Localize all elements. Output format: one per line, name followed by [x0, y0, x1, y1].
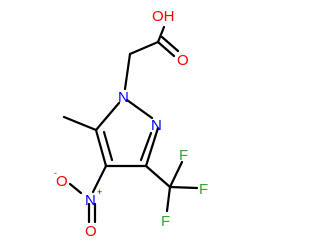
atom-f-bottom: F	[161, 213, 170, 230]
bond-n1-n2	[125, 98, 154, 120]
bond-oh-c	[156, 25, 166, 44]
atom-nitro-o-double: O	[85, 223, 97, 240]
bond-c-o-double-1	[156, 40, 176, 58]
molecule-diagram: OH O N N N + O - O F F F	[54, 8, 208, 240]
bond-ch2-n1	[123, 52, 132, 91]
bond-c4-c5-inner	[102, 130, 114, 162]
charge-nitro-o: -	[54, 168, 57, 178]
bond-n2-c3-inner	[139, 131, 153, 162]
bond-cf3-f-top	[168, 160, 184, 189]
atom-labels: OH O N N N + O - O F F F	[54, 8, 208, 240]
bond-c4-nitro-n	[91, 164, 108, 194]
bond-c5-n1	[94, 101, 121, 132]
atom-n1: N	[118, 89, 129, 106]
atom-nitro-n: N	[85, 192, 96, 209]
bond-c3-cf3	[144, 164, 172, 189]
atom-n2: N	[151, 117, 162, 134]
bond-c4-c5	[94, 128, 108, 168]
bond-c-ch2	[128, 40, 160, 56]
atom-oh: OH	[152, 8, 175, 25]
atom-nitro-o-minus: O	[56, 173, 68, 190]
structure-canvas: OH O N N N + O - O F F F	[54, 8, 208, 240]
atom-f-top: F	[179, 147, 188, 164]
bonds	[62, 25, 199, 224]
bond-c5-methyl	[62, 115, 98, 132]
bond-n2-c3	[144, 126, 160, 168]
atom-o-carbonyl: O	[177, 52, 189, 69]
atom-f-right: F	[199, 181, 208, 198]
bond-cf3-f-bottom	[165, 185, 172, 213]
bond-nitro-n-o-minus	[68, 182, 83, 195]
bond-c-o-double-2	[160, 35, 180, 53]
charge-nitro-n: +	[97, 187, 102, 197]
bond-cf3-f-right	[168, 185, 199, 190]
